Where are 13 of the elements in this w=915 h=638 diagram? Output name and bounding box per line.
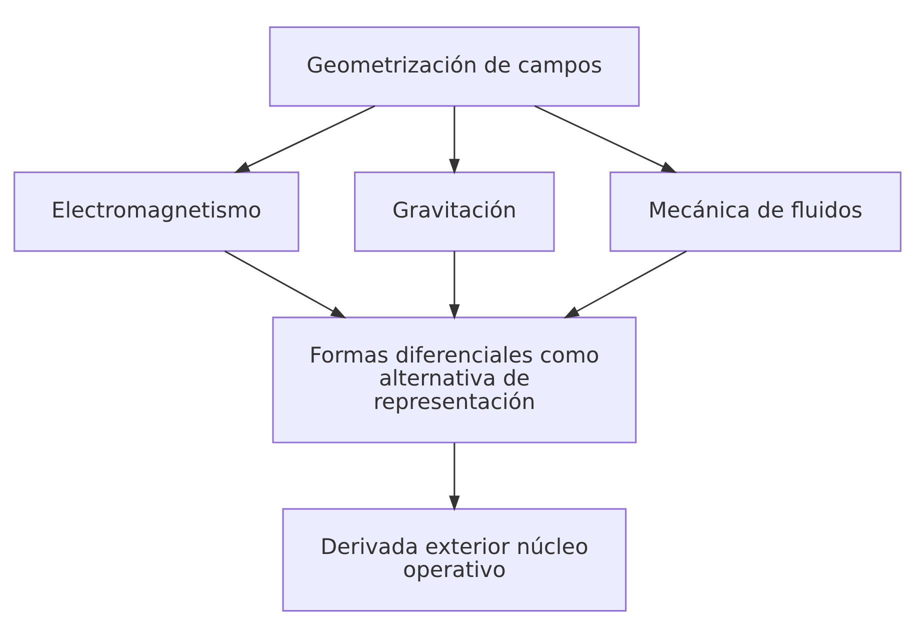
- node-box: Geometrización de campos: [269, 26, 640, 107]
- arrow: [449, 442, 460, 512]
- node-box: Mecánica de fluidos: [610, 172, 902, 252]
- arrow: [564, 250, 687, 319]
- arrow: [234, 105, 376, 174]
- arrow: [449, 106, 460, 174]
- node-box: Gravitación: [354, 172, 555, 252]
- arrow: [224, 250, 346, 319]
- node-box: Formas diferenciales como alternativa de representación: [272, 316, 637, 444]
- node-box: Derivada exterior núcleo operativo: [282, 508, 627, 612]
- arrow: [534, 105, 678, 174]
- arrow: [449, 251, 460, 320]
- node-box: Electromagnetismo: [14, 172, 300, 252]
